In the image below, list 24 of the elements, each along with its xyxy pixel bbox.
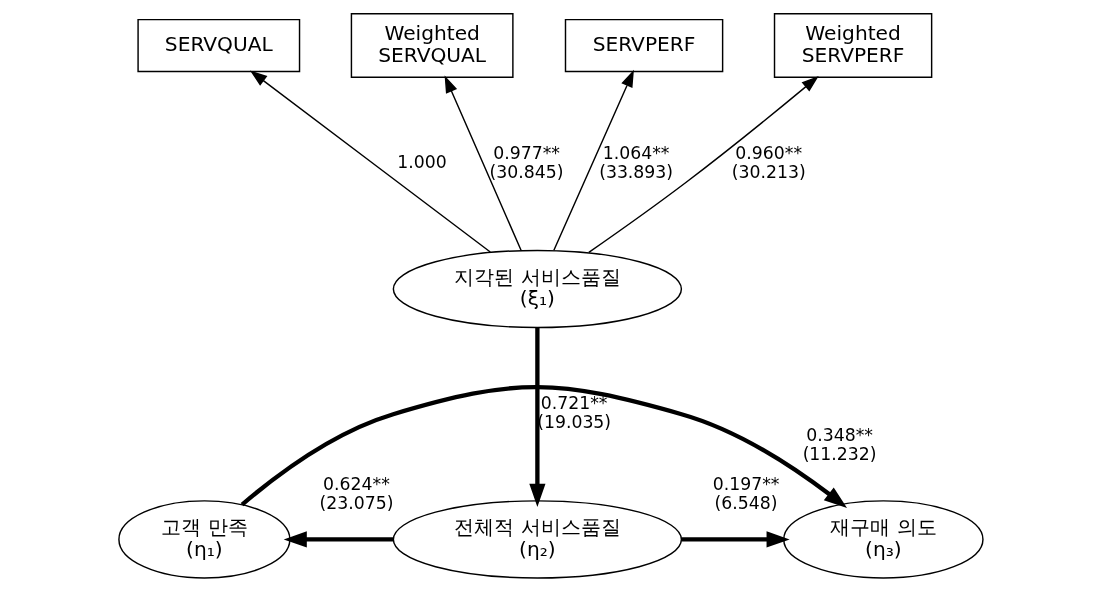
node-ellipse: 고객 만족 (η₁) — [118, 500, 291, 579]
arrow — [240, 385, 847, 508]
node-ellipse: 지각된 서비스품질 (ξ₁) — [392, 249, 683, 329]
node-box: Weighted SERVPERF — [773, 13, 933, 78]
node-ellipse: 전체적 서비스품질 (η₂) — [392, 500, 683, 579]
node-box: SERVQUAL — [137, 18, 301, 73]
edge-label: 0.197** (6.548) — [712, 474, 780, 514]
arrow — [681, 531, 790, 548]
node-box: SERVPERF — [564, 18, 724, 73]
arrow — [249, 70, 491, 253]
arrow — [553, 69, 634, 251]
edge-label: 0.960** (30.213) — [731, 142, 806, 182]
edge-label: 0.348** (11.232) — [802, 425, 877, 465]
arrow — [283, 531, 394, 548]
edge-label: 0.624** (23.075) — [319, 474, 394, 514]
edge-label: 0.721** (19.035) — [537, 393, 612, 433]
node-ellipse: 재구매 의도 (η₃) — [783, 500, 984, 579]
node-box: Weighted SERVQUAL — [350, 13, 514, 78]
edge-label: 1.064** (33.893) — [599, 142, 674, 182]
arrow — [529, 328, 546, 507]
arrow — [588, 75, 819, 254]
edge-label: 1.000 — [397, 152, 447, 173]
arrow — [444, 75, 522, 251]
edge-label: 0.977** (30.845) — [489, 142, 564, 182]
